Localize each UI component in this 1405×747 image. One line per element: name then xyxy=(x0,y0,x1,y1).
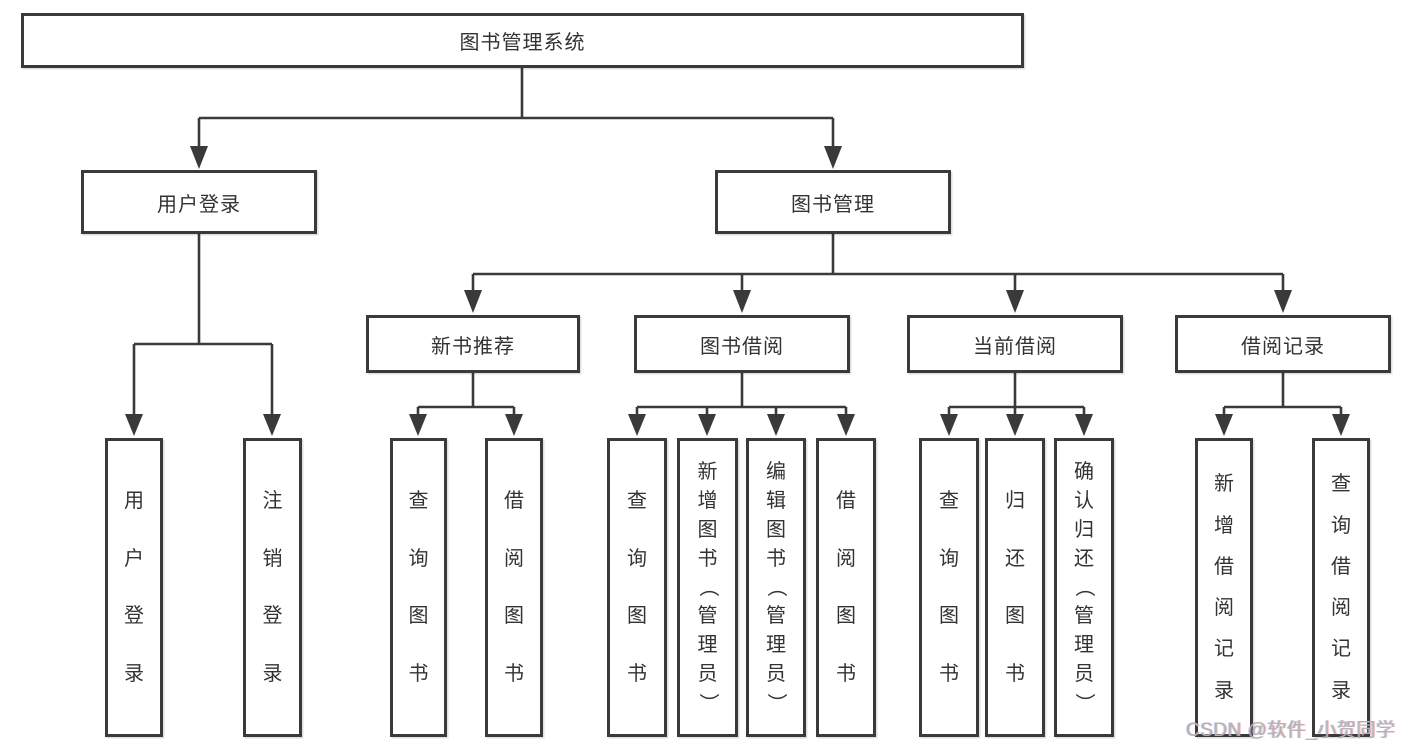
edges-new-book-recommend xyxy=(409,373,523,436)
csdn-watermark: CSDN @软件_小贺同学 xyxy=(1186,720,1396,741)
leaf-query-books-recommend: 查询图书 xyxy=(390,438,447,737)
edges-book-borrowing xyxy=(628,373,855,436)
node-new-book-recommend: 新书推荐 xyxy=(366,315,580,373)
leaf-add-books-admin: 新增图书（管理员） xyxy=(677,438,738,737)
edges-user-login xyxy=(125,234,281,436)
leaf-query-books-current: 查询图书 xyxy=(919,438,979,737)
node-user-login: 用户登录 xyxy=(81,170,317,234)
edges-borrow-records xyxy=(1215,373,1350,436)
node-root: 图书管理系统 xyxy=(21,13,1024,68)
node-book-management: 图书管理 xyxy=(715,170,951,234)
leaf-borrow-books: 借阅图书 xyxy=(816,438,876,737)
leaf-borrow-books-recommend: 借阅图书 xyxy=(485,438,543,737)
node-current-borrowing: 当前借阅 xyxy=(907,315,1123,373)
leaf-edit-books-admin: 编辑图书（管理员） xyxy=(746,438,806,737)
leaf-return-books: 归还图书 xyxy=(985,438,1045,737)
edges-book-management xyxy=(464,234,1292,313)
leaf-logout: 注销登录 xyxy=(243,438,302,737)
leaf-user-login: 用户登录 xyxy=(105,438,163,737)
edges-root xyxy=(190,68,842,169)
leaf-confirm-return-admin: 确认归还（管理员） xyxy=(1054,438,1114,737)
leaf-query-books-borrowing: 查询图书 xyxy=(607,438,667,737)
leaf-add-borrow-record: 新增借阅记录 xyxy=(1195,438,1253,737)
node-borrow-records: 借阅记录 xyxy=(1175,315,1391,373)
node-book-borrowing: 图书借阅 xyxy=(634,315,850,373)
leaf-query-borrow-record: 查询借阅记录 xyxy=(1312,438,1370,737)
edges-current-borrowing xyxy=(940,373,1093,436)
